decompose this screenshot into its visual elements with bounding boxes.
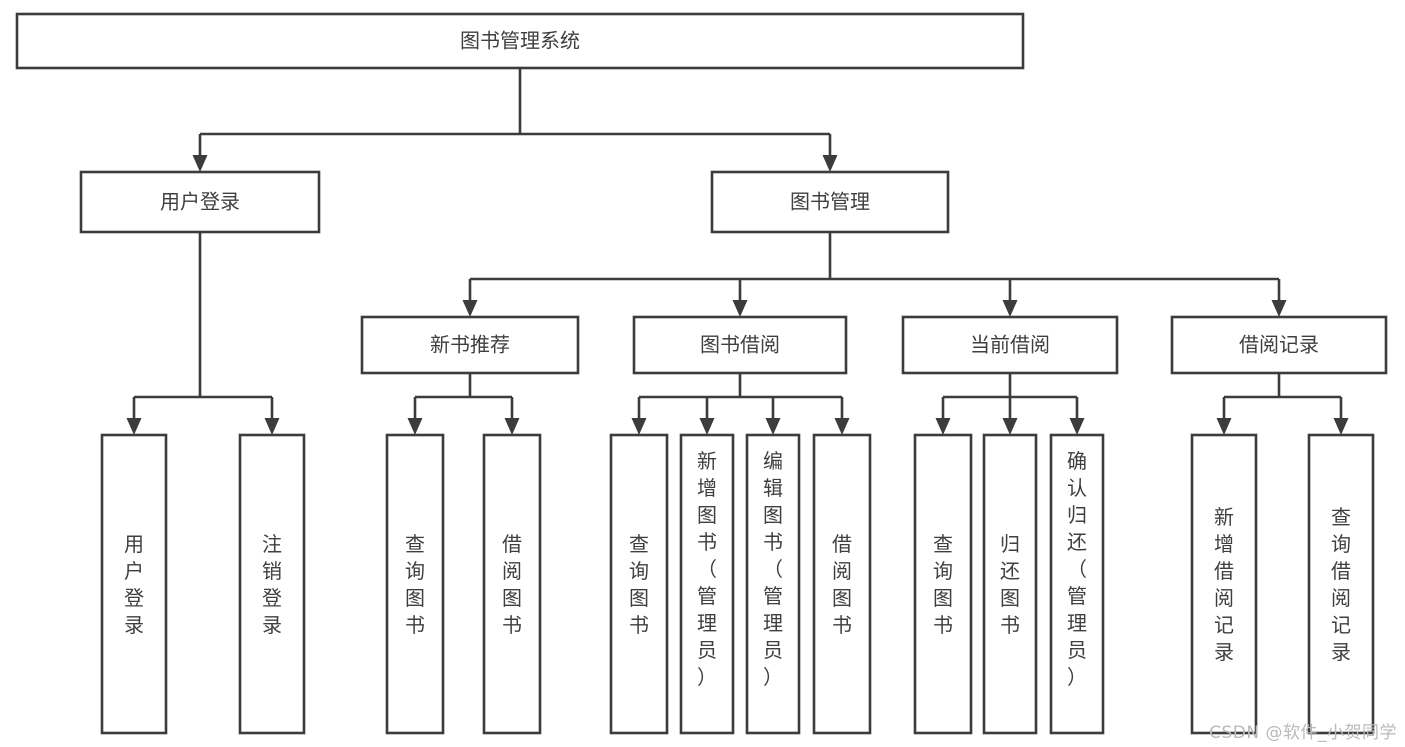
arrow-head-icon bbox=[192, 155, 208, 172]
node-label-user-login-leaf: 用户登录 bbox=[124, 532, 144, 637]
node-box-borrow-edit-book bbox=[745, 433, 801, 735]
node-label-current-confirm-return: 确认归还（管理员） bbox=[1067, 449, 1087, 689]
node-box-current-query-book bbox=[913, 433, 973, 735]
arrow-head-icon bbox=[1333, 418, 1349, 435]
arrow-head-icon bbox=[462, 300, 478, 317]
node-box-book-manage bbox=[710, 170, 950, 234]
node-recommend-borrow-book[interactable]: 借阅图书 bbox=[482, 433, 542, 735]
node-record-query[interactable]: 查询借阅记录 bbox=[1307, 433, 1375, 735]
arrow-head-icon bbox=[1002, 418, 1018, 435]
node-current-borrow[interactable]: 当前借阅 bbox=[901, 315, 1119, 375]
node-label-current-query-book: 查询图书 bbox=[933, 532, 953, 637]
node-label-recommend-borrow-book: 借阅图书 bbox=[502, 532, 522, 637]
node-box-recommend-query-book bbox=[385, 433, 445, 735]
node-label-record-query: 查询借阅记录 bbox=[1331, 505, 1351, 664]
node-box-current-confirm-return bbox=[1049, 433, 1105, 735]
arrow-head-icon bbox=[935, 418, 951, 435]
node-borrow-edit-book[interactable]: 编辑图书（管理员） bbox=[745, 433, 801, 735]
arrow-head-icon bbox=[407, 418, 423, 435]
node-new-book-recommend[interactable]: 新书推荐 bbox=[360, 315, 580, 375]
node-label-recommend-query-book: 查询图书 bbox=[405, 532, 425, 637]
node-borrow-query-book[interactable]: 查询图书 bbox=[609, 433, 669, 735]
node-recommend-query-book[interactable]: 查询图书 bbox=[385, 433, 445, 735]
node-box-record-add bbox=[1190, 433, 1258, 735]
node-box-new-book-recommend bbox=[360, 315, 580, 375]
node-box-record-query bbox=[1307, 433, 1375, 735]
arrow-head-icon bbox=[1069, 418, 1085, 435]
node-label-borrow-borrow-book: 借阅图书 bbox=[832, 532, 852, 637]
arrow-head-icon bbox=[1271, 300, 1287, 317]
node-current-confirm-return[interactable]: 确认归还（管理员） bbox=[1049, 433, 1105, 735]
node-label-new-book-recommend: 新书推荐 bbox=[430, 333, 510, 357]
node-box-book-borrow bbox=[632, 315, 848, 375]
arrow-head-icon bbox=[631, 418, 647, 435]
arrow-head-icon bbox=[834, 418, 850, 435]
arrow-head-icon bbox=[1002, 300, 1018, 317]
arrow-head-icon bbox=[732, 300, 748, 317]
node-label-root: 图书管理系统 bbox=[460, 29, 580, 53]
arrow-head-icon bbox=[765, 418, 781, 435]
node-borrow-borrow-book[interactable]: 借阅图书 bbox=[812, 433, 872, 735]
node-current-return-book[interactable]: 归还图书 bbox=[982, 433, 1038, 735]
node-box-current-borrow bbox=[901, 315, 1119, 375]
node-label-borrow-edit-book: 编辑图书（管理员） bbox=[763, 449, 783, 689]
arrow-head-icon bbox=[126, 418, 142, 435]
arrow-head-icon bbox=[822, 155, 838, 172]
node-box-user-login bbox=[79, 170, 321, 234]
node-label-book-manage: 图书管理 bbox=[790, 190, 870, 214]
node-label-borrow-query-book: 查询图书 bbox=[629, 532, 649, 637]
arrow-head-icon bbox=[699, 418, 715, 435]
node-box-current-return-book bbox=[982, 433, 1038, 735]
node-label-current-borrow: 当前借阅 bbox=[970, 333, 1050, 357]
node-box-borrow-record bbox=[1170, 315, 1388, 375]
node-borrow-add-book[interactable]: 新增图书（管理员） bbox=[679, 433, 735, 735]
node-label-user-logout-leaf: 注销登录 bbox=[262, 532, 282, 637]
node-box-user-logout-leaf bbox=[238, 433, 306, 735]
node-label-user-login: 用户登录 bbox=[160, 190, 240, 214]
watermark-text: CSDN @软件_小贺同学 bbox=[1209, 723, 1397, 743]
node-box-borrow-borrow-book bbox=[812, 433, 872, 735]
arrow-head-icon bbox=[264, 418, 280, 435]
node-box-user-login-leaf bbox=[100, 433, 168, 735]
node-user-logout-leaf[interactable]: 注销登录 bbox=[238, 433, 306, 735]
arrow-head-icon bbox=[1216, 418, 1232, 435]
node-label-borrow-record: 借阅记录 bbox=[1239, 333, 1319, 357]
node-box-borrow-query-book bbox=[609, 433, 669, 735]
arrow-head-icon bbox=[504, 418, 520, 435]
node-current-query-book[interactable]: 查询图书 bbox=[913, 433, 973, 735]
node-root[interactable]: 图书管理系统 bbox=[15, 12, 1025, 70]
node-label-borrow-add-book: 新增图书（管理员） bbox=[697, 449, 717, 689]
node-box-recommend-borrow-book bbox=[482, 433, 542, 735]
node-record-add[interactable]: 新增借阅记录 bbox=[1190, 433, 1258, 735]
node-borrow-record[interactable]: 借阅记录 bbox=[1170, 315, 1388, 375]
node-book-borrow[interactable]: 图书借阅 bbox=[632, 315, 848, 375]
node-label-book-borrow: 图书借阅 bbox=[700, 333, 780, 357]
node-box-borrow-add-book bbox=[679, 433, 735, 735]
node-user-login[interactable]: 用户登录 bbox=[79, 170, 321, 234]
node-label-current-return-book: 归还图书 bbox=[1000, 532, 1020, 637]
node-box-root bbox=[15, 12, 1025, 70]
node-label-record-add: 新增借阅记录 bbox=[1214, 505, 1234, 664]
node-user-login-leaf[interactable]: 用户登录 bbox=[100, 433, 168, 735]
node-book-manage[interactable]: 图书管理 bbox=[710, 170, 950, 234]
